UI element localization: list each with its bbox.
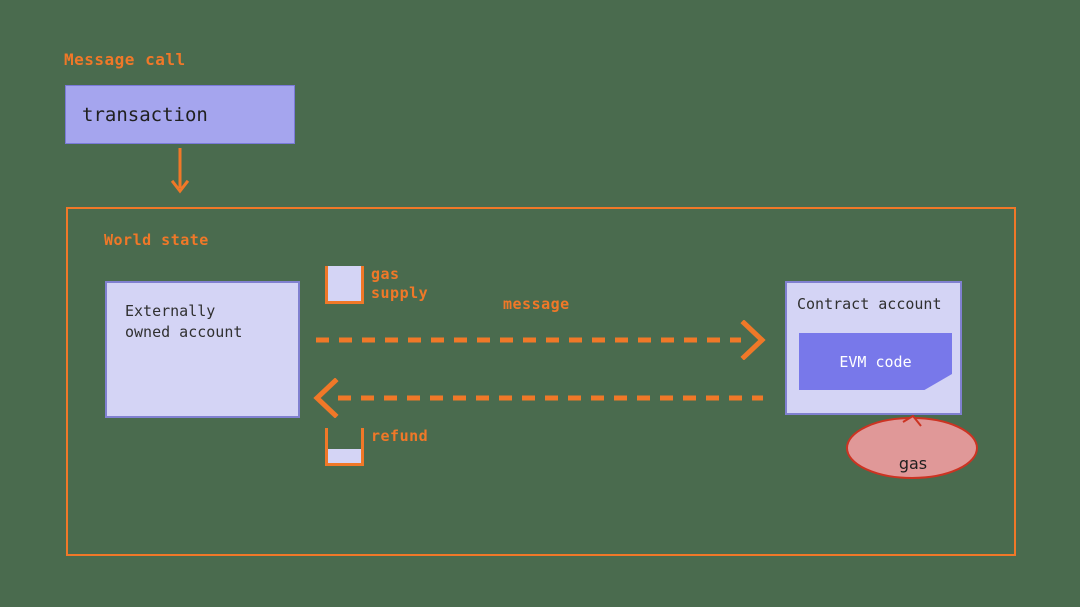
gas-callout: gas	[845, 402, 981, 482]
arrow-down-icon	[170, 148, 190, 194]
world-state-container	[66, 207, 1016, 556]
dashed-arrow-left-icon	[313, 378, 763, 418]
gas-supply-beaker-icon	[325, 266, 364, 304]
gas-supply-fill	[328, 266, 361, 301]
refund-fill	[328, 449, 361, 463]
gas-supply-label-line2: supply	[371, 284, 429, 302]
refund-beaker-icon	[325, 428, 364, 466]
externally-owned-account-box: Externally owned account	[105, 281, 300, 418]
transaction-label: transaction	[82, 103, 208, 126]
dashed-arrow-right-icon	[316, 320, 766, 360]
message-flow-label: message	[503, 295, 570, 313]
evm-code-box: EVM code	[799, 333, 952, 390]
message-call-title: Message call	[64, 50, 186, 69]
gas-callout-label: gas	[898, 454, 928, 473]
evm-code-label: EVM code	[839, 352, 912, 371]
evm-code-shape	[799, 333, 952, 390]
contract-account-title: Contract account	[797, 295, 942, 313]
eoa-label-line1: Externally	[125, 302, 216, 320]
gas-supply-label-line1: gas	[371, 265, 400, 283]
transaction-box: transaction	[65, 85, 295, 144]
externally-owned-account-label: Externally owned account	[125, 301, 242, 343]
world-state-title: World state	[104, 231, 209, 249]
refund-label: refund	[371, 427, 429, 445]
eoa-label-line2: owned account	[125, 323, 243, 341]
gas-supply-label: gas supply	[371, 265, 428, 303]
gas-callout-shape	[846, 415, 978, 479]
contract-account-box: Contract account EVM code	[785, 281, 962, 415]
